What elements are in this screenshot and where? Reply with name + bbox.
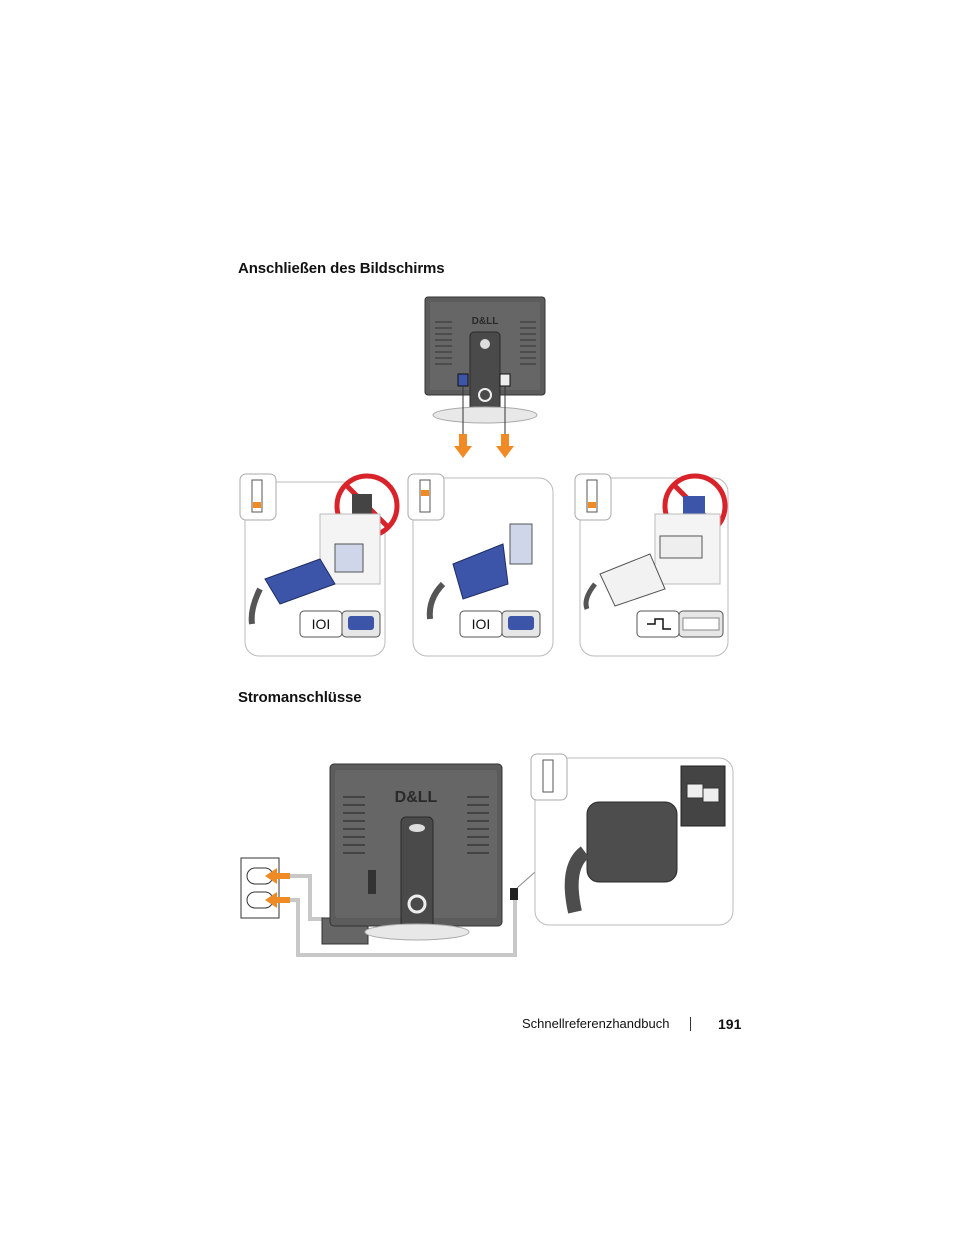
power-connector-zoom — [530, 753, 734, 926]
dell-logo: D&LL — [472, 316, 499, 327]
monitor-back-image: D&LL — [424, 296, 546, 434]
footer-separator — [690, 1017, 691, 1031]
down-arrows — [454, 434, 514, 458]
section-heading-power: Stromanschlüsse — [238, 689, 362, 706]
panel-2-port-symbol: IOI — [472, 616, 491, 632]
panel-vga-to-vga: IOI — [239, 473, 400, 657]
panel-vga-correct: IOI — [407, 473, 554, 657]
page-number: 191 — [718, 1016, 742, 1032]
footer-title: Schnellreferenzhandbuch — [522, 1016, 670, 1031]
power-connection-illustration: D&LL — [240, 753, 734, 957]
dell-logo-power: D&LL — [395, 789, 438, 806]
monitor-connection-illustration: D&LL — [239, 296, 729, 657]
power-port — [510, 888, 518, 900]
panel-1-port-symbol: IOI — [312, 616, 331, 632]
section-heading-monitor: Anschließen des Bildschirms — [238, 260, 445, 277]
monitor-power-image: D&LL — [329, 763, 518, 941]
panel-dvi — [574, 473, 729, 657]
wall-outlet — [240, 857, 290, 919]
